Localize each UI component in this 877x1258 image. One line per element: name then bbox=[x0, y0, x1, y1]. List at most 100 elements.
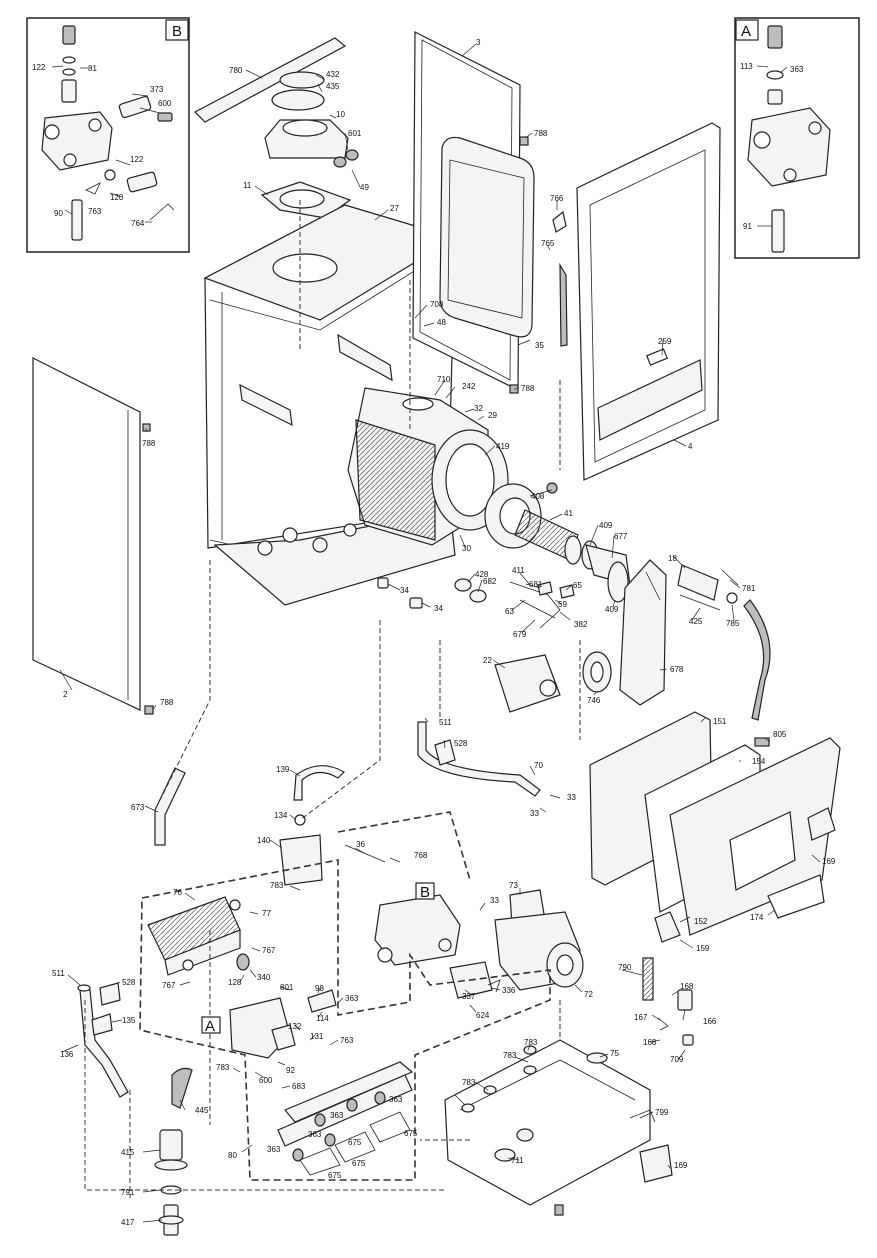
part-label: 511 bbox=[439, 718, 452, 727]
part-label: 131 bbox=[310, 1032, 324, 1041]
callout-tags: B A bbox=[201, 882, 435, 1035]
condensate-hose-part bbox=[743, 599, 771, 721]
part-label: 140 bbox=[257, 836, 271, 845]
part-label: 788 bbox=[521, 384, 535, 393]
part-label: 122 bbox=[130, 155, 144, 164]
inset-a-panel: A bbox=[734, 17, 860, 259]
part-label: 528 bbox=[454, 739, 468, 748]
part-label: 18 bbox=[668, 554, 677, 563]
part-label: 781 bbox=[742, 584, 756, 593]
part-label: 445 bbox=[195, 1106, 209, 1115]
part-label: 783 bbox=[503, 1051, 517, 1060]
rear-panel-and-vessel bbox=[412, 31, 568, 394]
part-label: 59 bbox=[558, 600, 567, 609]
connection-bracket bbox=[277, 1061, 414, 1176]
bottom-base-plate bbox=[444, 1039, 673, 1216]
part-label: 528 bbox=[122, 978, 136, 987]
part-label: 425 bbox=[689, 617, 703, 626]
diverter-valve-body-part bbox=[41, 111, 113, 171]
part-label: 169 bbox=[674, 1161, 688, 1170]
part-label: 151 bbox=[713, 717, 727, 726]
part-label: 790 bbox=[618, 963, 632, 972]
hydraulic-block-b-part bbox=[374, 894, 461, 966]
part-label: 174 bbox=[750, 913, 764, 922]
part-label: 33 bbox=[490, 896, 499, 905]
gas-pipe-139-part bbox=[293, 765, 345, 801]
part-label: 128 bbox=[228, 978, 242, 987]
plate-heat-exchanger bbox=[147, 896, 337, 1059]
part-label: 168 bbox=[643, 1038, 657, 1047]
inset-b-panel: B bbox=[26, 17, 190, 253]
part-label: 780 bbox=[229, 66, 243, 75]
part-label: 35 bbox=[535, 341, 544, 350]
part-label: 120 bbox=[110, 193, 124, 202]
part-label: 49 bbox=[360, 183, 369, 192]
part-label: 767 bbox=[162, 981, 176, 990]
part-label: 48 bbox=[437, 318, 446, 327]
pipe-70-part bbox=[417, 721, 541, 797]
bracket-80-part bbox=[284, 1061, 414, 1123]
part-label: 746 bbox=[587, 696, 601, 705]
bracket-780-part bbox=[194, 37, 347, 123]
part-label: 91 bbox=[743, 222, 752, 231]
part-label: 29 bbox=[488, 411, 497, 420]
part-label: 154 bbox=[752, 757, 766, 766]
trap-415-part bbox=[159, 1129, 183, 1161]
fan-22-part bbox=[494, 654, 561, 713]
part-label: 336 bbox=[502, 986, 516, 995]
part-label: 98 bbox=[315, 984, 324, 993]
display-panel-part bbox=[729, 811, 796, 891]
part-label: 675 bbox=[404, 1129, 418, 1138]
part-label: 77 bbox=[262, 909, 271, 918]
part-label: 166 bbox=[703, 1017, 717, 1026]
part-label: 708 bbox=[430, 300, 444, 309]
part-label: 70 bbox=[534, 761, 543, 770]
flue-components bbox=[194, 37, 359, 219]
gas-valve-140-part bbox=[279, 834, 323, 886]
part-label: 419 bbox=[496, 442, 510, 451]
part-label: 33 bbox=[567, 793, 576, 802]
part-label: 600 bbox=[158, 99, 172, 108]
part-label: 675 bbox=[328, 1171, 342, 1180]
part-label: 373 bbox=[150, 85, 164, 94]
part-label: 763 bbox=[340, 1036, 354, 1045]
part-label: 679 bbox=[513, 630, 527, 639]
part-label: 788 bbox=[160, 698, 174, 707]
valve-cartridge-part bbox=[62, 25, 76, 45]
part-label: 675 bbox=[348, 1138, 362, 1147]
part-label: 33 bbox=[530, 809, 539, 818]
part-label: 415 bbox=[121, 1148, 135, 1157]
part-label: 41 bbox=[564, 509, 573, 518]
part-label: 11 bbox=[243, 181, 252, 190]
part-label: 785 bbox=[726, 619, 740, 628]
part-label: 363 bbox=[389, 1095, 403, 1104]
part-label: 783 bbox=[270, 881, 284, 890]
part-label: 34 bbox=[400, 586, 409, 595]
part-label: 65 bbox=[573, 581, 582, 590]
pipework bbox=[154, 721, 541, 966]
part-label: 4 bbox=[688, 442, 693, 451]
part-label: 90 bbox=[54, 209, 63, 218]
part-label: 682 bbox=[483, 577, 497, 586]
part-label: 766 bbox=[550, 194, 564, 203]
part-number-labels: 122 81 373 600 122 120 763 90 764 113 36… bbox=[32, 38, 836, 1227]
part-label: 805 bbox=[773, 730, 787, 739]
part-label: 92 bbox=[286, 1066, 295, 1075]
part-label: 363 bbox=[345, 994, 359, 1003]
pipe-136-part bbox=[79, 989, 129, 1098]
flexible-hose-part bbox=[559, 262, 568, 347]
part-label: 73 bbox=[509, 881, 518, 890]
control-electronics bbox=[589, 711, 841, 943]
part-label: 783 bbox=[216, 1063, 230, 1072]
part-label: 136 bbox=[60, 1050, 74, 1059]
part-label: 27 bbox=[390, 204, 399, 213]
part-label: 139 bbox=[276, 765, 290, 774]
part-label: 363 bbox=[330, 1111, 344, 1120]
expansion-vessel-part bbox=[439, 136, 535, 338]
base-plate-part bbox=[444, 1039, 651, 1206]
part-label: 242 bbox=[462, 382, 476, 391]
part-label: 409 bbox=[605, 605, 619, 614]
part-label: 167 bbox=[634, 1013, 648, 1022]
